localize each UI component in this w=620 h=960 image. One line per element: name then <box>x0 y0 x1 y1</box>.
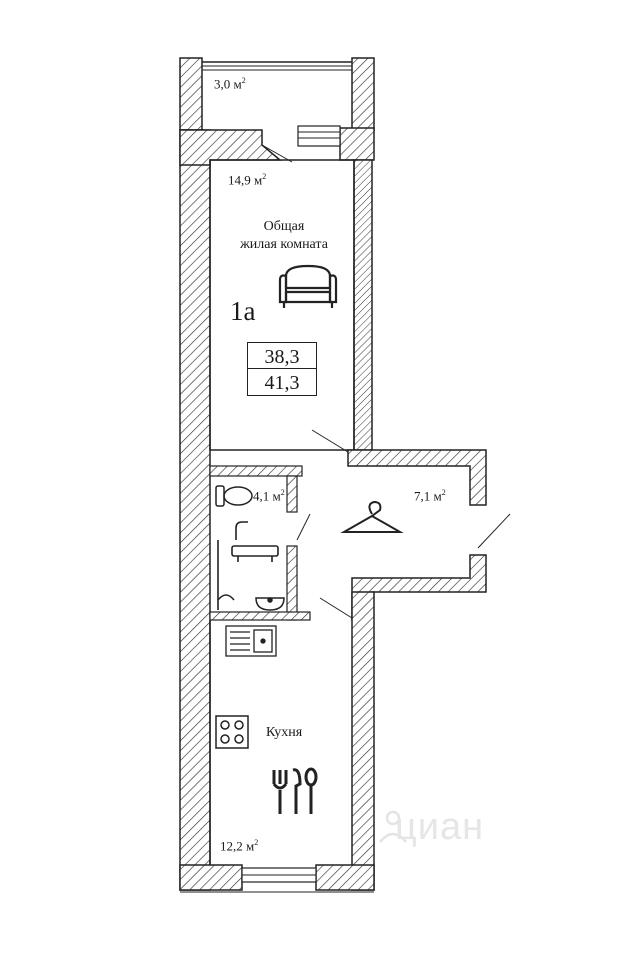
bathroom-area: 4,1 м2 <box>253 488 285 504</box>
kitchen-name: Кухня <box>266 725 303 740</box>
watermark-logo-icon <box>379 810 407 843</box>
balcony-door <box>261 125 341 163</box>
cutlery-icon <box>272 767 318 814</box>
apartment-code: 1а <box>230 296 256 326</box>
total-area-with-balcony: 41,3 <box>247 368 317 396</box>
kitchen-window <box>179 864 375 893</box>
bathtub-icon <box>217 521 279 610</box>
living-room-area: 14,9 м2 <box>228 172 267 188</box>
sofa-icon <box>278 264 338 308</box>
living-room-name: Общая жилая комната <box>240 219 328 252</box>
sink-icon <box>255 597 285 611</box>
watermark-text: циан <box>395 806 485 848</box>
outer-wall-left <box>179 129 211 891</box>
stove-icon <box>215 715 249 749</box>
kitchen-sink-icon <box>225 625 277 657</box>
hanger-icon <box>340 500 404 533</box>
kitchen-area: 12,2 м2 <box>220 838 259 854</box>
toilet-icon <box>215 485 253 507</box>
total-area: 38,3 <box>247 342 317 370</box>
kitchen-right-wall <box>351 591 375 891</box>
hall-area: 7,1 м2 <box>414 488 446 504</box>
living-right-wall <box>353 159 373 451</box>
wall-top-right <box>339 127 375 161</box>
bathroom-walls <box>209 465 353 621</box>
balcony-area: 3,0 м2 <box>214 76 246 92</box>
balcony <box>179 57 375 131</box>
